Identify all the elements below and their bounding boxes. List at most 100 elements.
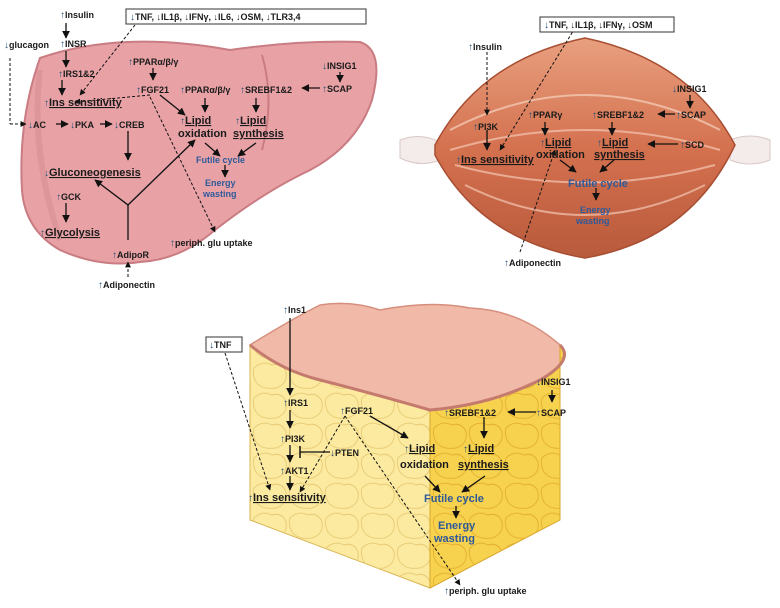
muscle-tendon-left [399, 136, 441, 164]
adipose-futile-cycle-label: Futile cycle [424, 493, 484, 505]
muscle-cytokines-label: TNF, ↓IL1β, ↓IFNγ, ↓OSM [549, 20, 653, 30]
svg-text:↑Ins sensitivity: ↑Ins sensitivity [456, 154, 535, 166]
muscle-panel: ↓TNF, ↓IL1β, ↓IFNγ, ↓OSM ↑Insulin ↓INSIG… [399, 16, 771, 269]
liver-lipid-ox-label-2: oxidation [178, 128, 227, 140]
svg-text:↑IRS1&2: ↑IRS1&2 [58, 69, 95, 80]
liver-scap-label: SCAP [327, 84, 352, 94]
svg-text:↓INSIG1: ↓INSIG1 [536, 377, 571, 388]
svg-text:↑Lipid: ↑Lipid [540, 137, 571, 149]
svg-text:↑SCAP: ↑SCAP [536, 408, 566, 419]
svg-text:↑PI3K: ↑PI3K [280, 434, 306, 445]
adipose-periph-label: periph. glu uptake [449, 586, 527, 596]
adipose-pten-label: PTEN [335, 448, 359, 458]
adipose-srebf-label: SREBF1&2 [449, 408, 496, 418]
muscle-lipid-ox-label-1: Lipid [545, 137, 571, 149]
svg-text:↑PPARγ: ↑PPARγ [528, 110, 562, 121]
svg-text:↑SCD: ↑SCD [680, 140, 705, 151]
liver-ppar-top-label: PPARα/β/γ [133, 57, 178, 67]
adipose-insig-label: INSIG1 [541, 377, 571, 387]
svg-text:↑SCAP: ↑SCAP [676, 110, 706, 121]
svg-text:↑Lipid: ↑Lipid [463, 443, 494, 455]
svg-text:↓TNF, ↓IL1β, ↓IFNγ, ↓IL6, ↓OSM: ↓TNF, ↓IL1β, ↓IFNγ, ↓IL6, ↓OSM, ↓TLR3,4 [130, 12, 301, 23]
muscle-lipid-syn-label-1: Lipid [602, 137, 628, 149]
svg-text:↓TNF, ↓IL1β, ↓IFNγ, ↓OSM: ↓TNF, ↓IL1β, ↓IFNγ, ↓OSM [544, 20, 653, 31]
liver-glycolysis-label: Glycolysis [45, 227, 100, 239]
liver-adipor-label: AdipoR [117, 250, 149, 260]
muscle-ins-sensitivity-label: Ins sensitivity [461, 154, 535, 166]
adipose-irs1-label: IRS1 [288, 398, 308, 408]
adipose-akt1-label: AKT1 [285, 466, 309, 476]
svg-text:↑Ins sensitivity: ↑Ins sensitivity [44, 97, 123, 109]
adipose-energy-label-1: Energy [438, 520, 476, 532]
adipose-panel: ↑Ins1 ↓TNF ↑IRS1 ↑FGF21 ↑PI3K ↓PTEN ↑AKT… [205, 302, 571, 597]
adipose-lipid-syn-label-2: synthesis [458, 459, 509, 471]
liver-glucagon-label: glucagon [9, 40, 49, 50]
svg-text:↑Lipid: ↑Lipid [180, 115, 211, 127]
liver-lipid-ox-label-1: Lipid [185, 115, 211, 127]
muscle-energy-label-1: Energy [580, 205, 611, 215]
adipose-tnf-box [205, 336, 243, 353]
muscle-energy-label-2: wasting [575, 216, 610, 226]
svg-text:↑SCAP: ↑SCAP [322, 84, 352, 95]
muscle-lipid-ox-label-2: oxidation [536, 149, 585, 161]
svg-text:↑periph. glu uptake: ↑periph. glu uptake [444, 586, 527, 597]
svg-text:↓TNF: ↓TNF [209, 340, 232, 351]
svg-text:↑SREBF1&2: ↑SREBF1&2 [240, 85, 292, 96]
svg-text:↑Adiponectin: ↑Adiponectin [98, 280, 155, 291]
liver-adiponectin-label: Adiponectin [103, 280, 155, 290]
svg-text:↑PI3K: ↑PI3K [473, 122, 499, 133]
svg-text:↑AdipoR: ↑AdipoR [112, 250, 149, 261]
muscle-scap-label: SCAP [681, 110, 706, 120]
muscle-insulin-label: Insulin [473, 42, 502, 52]
liver-insig-label: INSIG1 [327, 61, 357, 71]
svg-text:↑SREBF1&2: ↑SREBF1&2 [592, 110, 644, 121]
liver-panel: ↑Insulin ↓TNF, ↓IL1β, ↓IFNγ, ↓IL6, ↓OSM,… [4, 8, 378, 291]
svg-text:↑Insulin: ↑Insulin [60, 10, 94, 21]
liver-lipid-syn-label-1: Lipid [240, 115, 266, 127]
svg-text:↓INSIG1: ↓INSIG1 [322, 61, 357, 72]
svg-text:↓Gluconeogenesis: ↓Gluconeogenesis [44, 167, 141, 179]
svg-text:↓PTEN: ↓PTEN [330, 448, 359, 459]
adipose-fgf21-label: FGF21 [345, 406, 373, 416]
svg-text:↑Ins sensitivity: ↑Ins sensitivity [248, 492, 327, 504]
svg-text:↑AKT1: ↑AKT1 [280, 466, 309, 477]
liver-insulin-up-arrow: ↑ [60, 10, 65, 21]
svg-text:↓INSIG1: ↓INSIG1 [672, 84, 707, 95]
liver-cytokines-label: TNF, ↓IL1β, ↓IFNγ, ↓IL6, ↓OSM, ↓TLR3,4 [135, 12, 301, 22]
muscle-lipid-syn-label-2: synthesis [594, 149, 645, 161]
svg-text:↑SREBF1&2: ↑SREBF1&2 [444, 408, 496, 419]
liver-lobe-line [261, 54, 270, 151]
svg-text:↑Lipid: ↑Lipid [404, 443, 435, 455]
liver-ins-sensitivity-label: Ins sensitivity [49, 97, 123, 109]
svg-text:↑Glycolysis: ↑Glycolysis [40, 227, 100, 239]
svg-text:↓PKA: ↓PKA [70, 120, 95, 131]
svg-text:↓AC: ↓AC [28, 120, 46, 131]
liver-gluconeogenesis-label: Gluconeogenesis [49, 167, 141, 179]
liver-cytokine-box [125, 8, 367, 25]
muscle-pi3k-label: PI3K [478, 122, 499, 132]
adipose-tnf-label: TNF [214, 340, 232, 350]
svg-text:↑IRS1: ↑IRS1 [283, 398, 308, 409]
svg-text:↑PPARα/β/γ: ↑PPARα/β/γ [128, 57, 178, 68]
liver-pka-label: PKA [75, 120, 95, 130]
muscle-adiponectin-label: Adiponectin [509, 258, 561, 268]
liver-gck-label: GCK [61, 192, 82, 202]
liver-periph-label: periph. glu uptake [175, 238, 253, 248]
svg-text:↓CREB: ↓CREB [114, 120, 145, 131]
svg-text:↑Lipid: ↑Lipid [235, 115, 266, 127]
svg-text:↑FGF21: ↑FGF21 [340, 406, 373, 417]
liver-futile-cycle-label: Futile cycle [196, 155, 245, 165]
svg-text:↑GCK: ↑GCK [56, 192, 82, 203]
svg-text:↑periph. glu uptake: ↑periph. glu uptake [170, 238, 253, 249]
liver-insulin-label: Insulin [65, 10, 94, 20]
adipose-lipid-ox-label-1: Lipid [409, 443, 435, 455]
svg-text:↑Lipid: ↑Lipid [597, 137, 628, 149]
svg-text:↓glucagon: ↓glucagon [4, 40, 49, 51]
muscle-tendon-right [729, 135, 771, 165]
liver-creb-label: CREB [119, 120, 145, 130]
muscle-insig-label: INSIG1 [677, 84, 707, 94]
liver-insr-label: INSR [65, 39, 87, 49]
svg-text:↑Ins1: ↑Ins1 [283, 305, 306, 316]
adipose-ins-sensitivity-label: Ins sensitivity [253, 492, 327, 504]
svg-text:↑Insulin: ↑Insulin [468, 42, 502, 53]
